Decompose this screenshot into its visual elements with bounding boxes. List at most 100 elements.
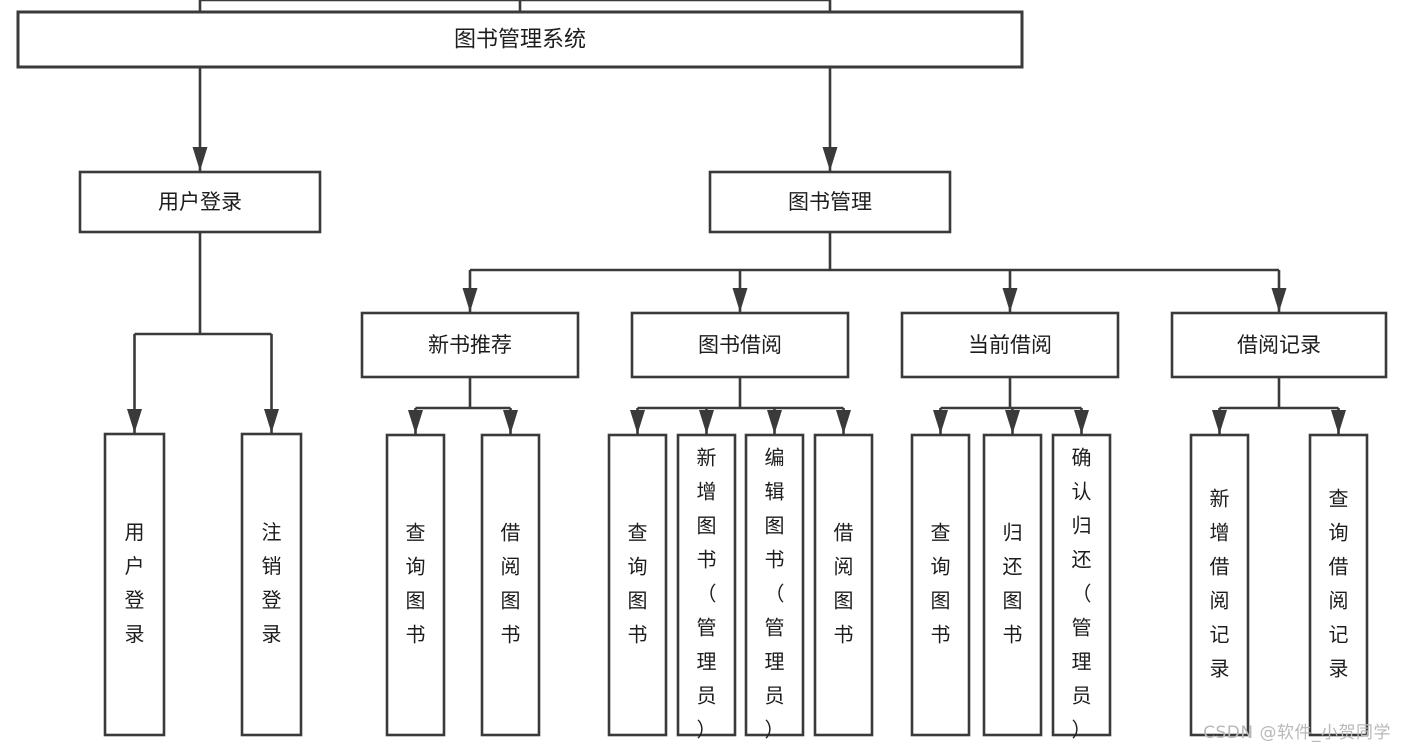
node-box[interactable] [982, 433, 1043, 737]
node-box[interactable] [708, 170, 952, 234]
node-label-char: 图 [931, 589, 951, 613]
arrow-down-icon [1271, 288, 1287, 312]
node-box[interactable] [900, 311, 1120, 379]
node-label-char: 询 [931, 555, 951, 579]
node-box[interactable] [385, 433, 446, 737]
node-label-char: ） [1072, 718, 1092, 742]
node-label-char: 归 [1003, 521, 1023, 545]
node-label-char: 书 [406, 623, 426, 647]
csdn-watermark: CSDN @软件_小贺同学 [1203, 723, 1391, 743]
node-label-char: 用 [125, 520, 145, 544]
node-box[interactable] [480, 433, 541, 737]
node-label-char: 询 [628, 555, 648, 579]
node-label-char: 理 [697, 650, 717, 674]
arrow-down-icon [408, 410, 423, 434]
node-box[interactable] [103, 432, 166, 737]
node-借阅记录[interactable]: 借阅记录 [1170, 311, 1388, 379]
arrow-down-icon [767, 410, 782, 434]
node-box[interactable] [16, 10, 1024, 69]
node-box[interactable] [607, 433, 668, 737]
node-label-char: 编 [765, 446, 785, 470]
node-label-char: 书 [834, 623, 854, 647]
node-图书借阅[interactable]: 图书借阅 [630, 311, 850, 379]
node-label: 当前借阅 [968, 333, 1052, 357]
arrow-down-icon [933, 410, 948, 434]
node-label-char: 询 [1329, 521, 1349, 545]
node-图书管理[interactable]: 图书管理 [708, 170, 952, 234]
node-label-char: ） [697, 718, 717, 742]
node-label-char: 录 [125, 622, 145, 646]
node-label-char: 阅 [834, 555, 854, 579]
node-label-char: 书 [697, 548, 717, 572]
node-box[interactable] [744, 433, 805, 737]
node-label-char: 户 [125, 554, 145, 578]
node-box[interactable] [240, 432, 303, 737]
node-label-char: 归 [1072, 514, 1092, 538]
arrow-down-icon [630, 410, 645, 434]
node-label-char: 录 [262, 622, 282, 646]
node-label-char: 注 [262, 520, 282, 544]
node-label-char: 书 [1003, 623, 1023, 647]
node-box[interactable] [813, 433, 874, 737]
node-图书管理系统[interactable]: 图书管理系统 [16, 10, 1024, 69]
node-label-char: 书 [628, 623, 648, 647]
node-label-char: 借 [1329, 555, 1349, 579]
node-label: 图书管理 [788, 190, 872, 214]
node-box[interactable] [910, 433, 971, 737]
node-label-char: 记 [1329, 623, 1349, 647]
node-label-char: 查 [406, 521, 426, 545]
node-label-char: 认 [1072, 480, 1092, 504]
connector-layer [127, 0, 1346, 434]
node-label-char: 录 [1329, 657, 1349, 681]
node-box[interactable] [630, 311, 850, 379]
node-用户登录[interactable]: 用户登录 [103, 432, 166, 737]
node-label-char: ） [765, 718, 785, 742]
node-box[interactable] [1308, 433, 1369, 737]
node-label: 图书借阅 [698, 333, 782, 357]
node-用户登录[interactable]: 用户登录 [78, 170, 322, 234]
node-label-char: 管 [765, 616, 785, 640]
node-label-vertical: 用户登录 [125, 520, 145, 646]
node-box[interactable] [1051, 433, 1112, 737]
node-当前借阅[interactable]: 当前借阅 [900, 311, 1120, 379]
node-box[interactable] [1170, 311, 1388, 379]
node-label-char: （ [697, 582, 717, 606]
arrow-down-icon [732, 288, 748, 312]
node-box[interactable] [360, 311, 580, 379]
arrow-down-icon [1005, 410, 1020, 434]
node-label-char: 图 [834, 589, 854, 613]
arrow-down-icon [699, 410, 714, 434]
node-label: 用户登录 [158, 190, 242, 214]
node-box[interactable] [676, 433, 737, 737]
node-box[interactable] [78, 170, 322, 234]
arrow-down-icon [1212, 410, 1227, 434]
node-label-char: 登 [125, 588, 145, 612]
node-label-char: 员 [765, 684, 785, 708]
node-box[interactable] [1189, 433, 1250, 737]
node-label-char: 书 [501, 623, 521, 647]
node-新书推荐[interactable]: 新书推荐 [360, 311, 580, 379]
node-label-char: 管 [697, 616, 717, 640]
node-label-char: 查 [931, 521, 951, 545]
